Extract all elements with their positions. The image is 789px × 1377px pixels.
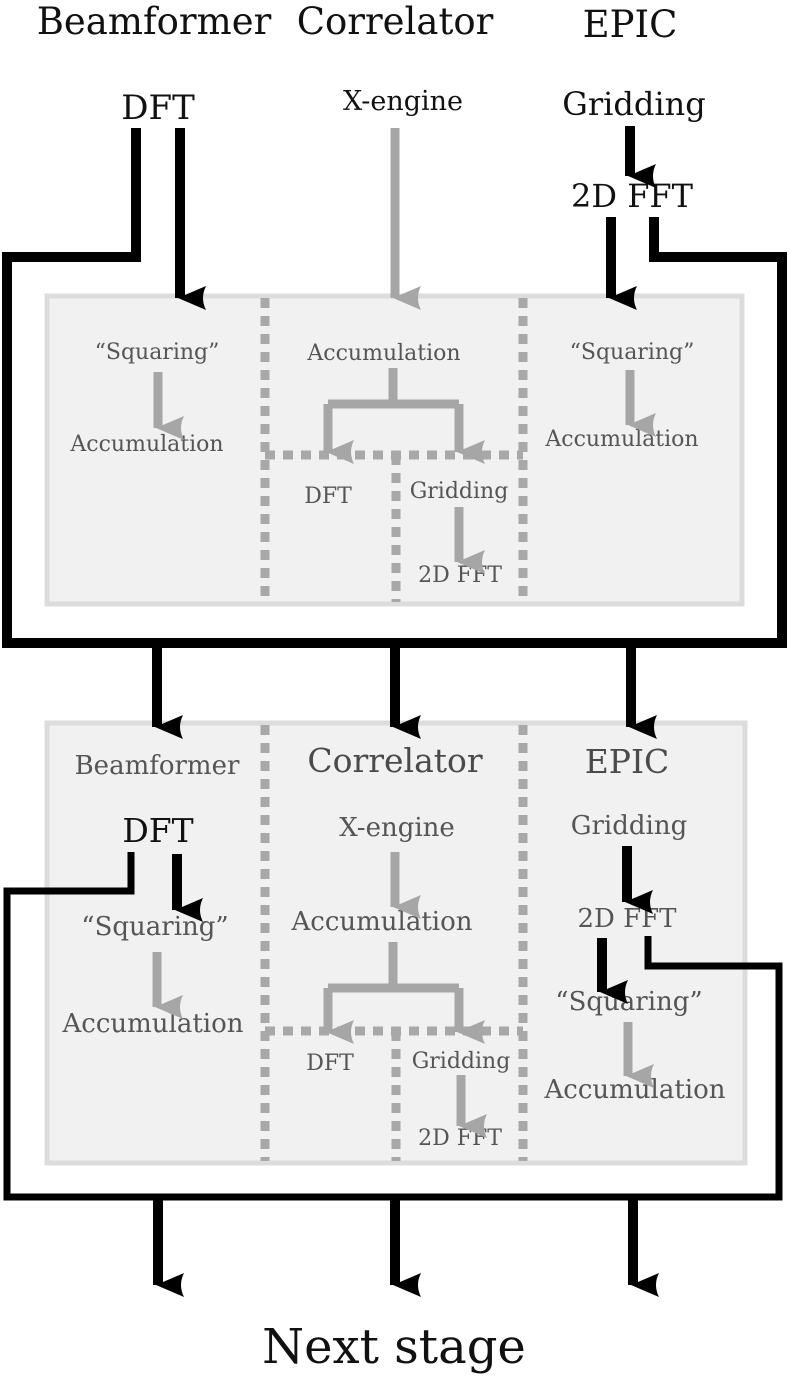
panel-2: Beamformer Correlator EPIC DFT “Squaring… [44,720,748,1166]
panel-2-dft-left: DFT [122,811,193,850]
panel-2-heading-correlator: Correlator [307,741,483,780]
panel-1-dft-mid: DFT [304,484,352,509]
panel-1-squaring-right: “Squaring” [570,340,695,365]
top-xengine-label: X-engine [343,86,463,117]
panel-1-accumulation-left: Accumulation [69,432,223,457]
panel-2-squaring-left: “Squaring” [81,912,228,942]
heading-epic: EPIC [583,3,678,46]
panel-2-accumulation-left: Accumulation [61,1009,243,1039]
top-2dfft-label: 2D FFT [571,177,694,215]
panel-1: “Squaring” Accumulation Accumulation DFT… [44,293,745,607]
outer-loop-2 [3,852,783,1201]
panel-2-branch-stem [328,942,459,993]
panel-2-heading-epic: EPIC [585,742,670,781]
panel-2-heading-beamformer: Beamformer [75,751,240,781]
heading-correlator: Correlator [297,0,494,43]
panel-2-gridding-right: Gridding [571,811,688,841]
panel-1-branch-stem [328,368,459,409]
panel-2-accumulation-right: Accumulation [543,1075,725,1105]
panel-2-2dfft-right: 2D FFT [577,904,677,934]
top-gridding-label: Gridding [562,85,705,123]
heading-beamformer: Beamformer [37,0,272,43]
panel-2-dft-mid: DFT [306,1051,354,1076]
panel-2-gridding-mid: Gridding [412,1049,511,1074]
next-stage-label: Next stage [262,1319,526,1375]
panel-1-squaring-left: “Squaring” [95,340,220,365]
panel-1-accumulation-right: Accumulation [544,427,698,452]
panel-1-accumulation-mid: Accumulation [306,341,460,366]
panel-1-2dfft-mid: 2D FFT [418,563,502,588]
panel-2-xengine: X-engine [339,813,455,843]
top-dft-label: DFT [121,88,195,128]
panel-2-accumulation-mid: Accumulation [290,907,472,937]
panel-1-gridding-mid: Gridding [410,479,509,504]
panel-2-2dfft-mid: 2D FFT [418,1126,502,1151]
outer-loop-1 [2,128,787,648]
panel-2-squaring-right: “Squaring” [555,987,702,1017]
